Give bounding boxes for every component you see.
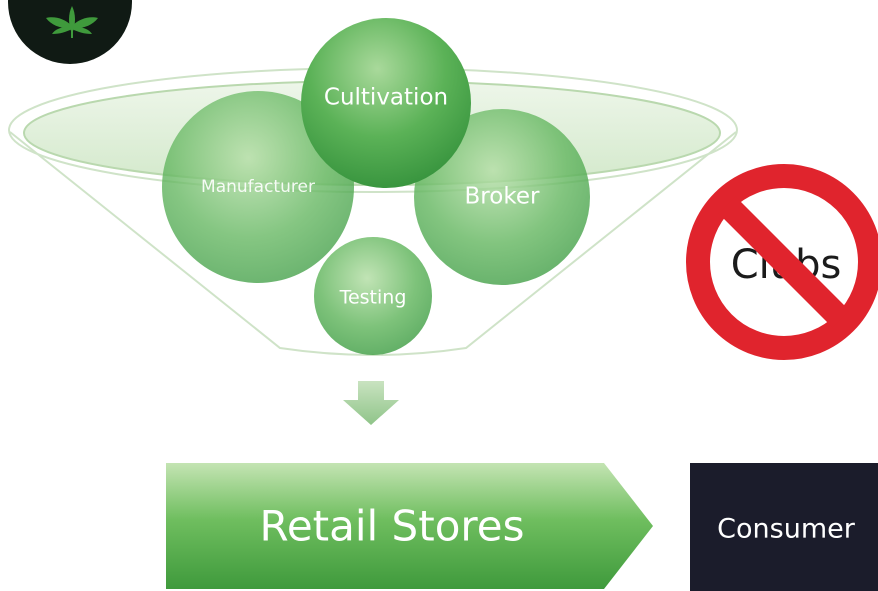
circle-label-broker: Broker xyxy=(465,184,540,210)
prohibit-slash xyxy=(718,196,850,328)
cannabis-logo xyxy=(8,0,132,64)
circle-label-cultivation: Cultivation xyxy=(324,85,448,111)
circle-label-manufacturer: Manufacturer xyxy=(201,177,315,197)
circle-cultivation: Cultivation xyxy=(301,18,471,188)
consumer-box: Consumer xyxy=(690,463,878,591)
down-arrow-icon xyxy=(343,381,399,425)
retail-stores-label: Retail Stores xyxy=(260,502,525,551)
no-clubs-sign: Clubs xyxy=(686,164,878,360)
cannabis-leaf-icon xyxy=(46,6,98,38)
circle-broker: Broker xyxy=(414,109,590,285)
consumer-label: Consumer xyxy=(717,514,856,545)
circle-label-testing: Testing xyxy=(339,287,407,309)
retail-stores-arrow: Retail Stores xyxy=(166,463,653,589)
circle-testing: Testing xyxy=(314,237,432,355)
circle-manufacturer: Manufacturer xyxy=(162,91,354,283)
